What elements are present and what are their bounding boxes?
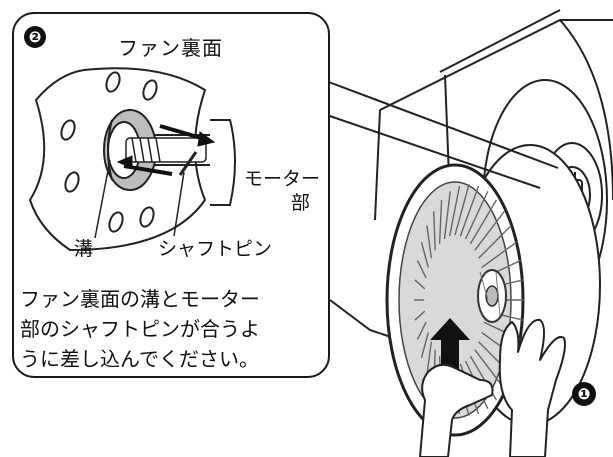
fan-blade: [416, 321, 427, 340]
fan-wheel: [385, 144, 601, 437]
detail-view: [28, 67, 236, 252]
fan-blade: [416, 260, 427, 279]
label-shaft-pin: シャフトピン: [158, 238, 273, 260]
fan-blade: [448, 185, 461, 237]
fan-blade: [469, 199, 498, 245]
ventilation-holes: [60, 71, 158, 233]
callout-leader: [317, 77, 559, 189]
label-motor-line2: 部: [290, 191, 310, 214]
fan-blade: [481, 241, 517, 269]
fan-blade: [426, 341, 433, 375]
insert-direction-arrow: [430, 318, 470, 390]
step-marker-1: ❶: [572, 382, 596, 406]
fan-blade: [478, 225, 512, 259]
label-leaders: [94, 159, 185, 239]
shaft-spring: [125, 137, 207, 163]
fan-blade: [454, 184, 470, 236]
label-motor-line1: モーター: [243, 168, 320, 190]
fan-blade: [433, 211, 436, 251]
fan-blade: [414, 310, 426, 321]
fan-blade: [438, 199, 443, 244]
fan-blade: [474, 210, 505, 251]
instruction-text: ファン裏面の溝とモーター 部のシャフトピンが合うよ うに差し込んでください。: [20, 284, 326, 374]
fan-blade: [426, 225, 433, 259]
fan-blade: [443, 191, 451, 240]
fan-blade: [420, 241, 430, 268]
hands: [419, 318, 566, 457]
fan-blade: [464, 191, 489, 240]
insert-arrows: [116, 124, 216, 176]
label-motor: モーター 部: [220, 168, 320, 216]
step-marker-2: ❷: [24, 26, 46, 48]
instruction-line-3: うに差し込んでください。: [20, 347, 259, 371]
fan-blade: [420, 332, 430, 359]
shaft-pin: [178, 151, 198, 176]
label-groove: 溝: [74, 238, 94, 260]
fan-blade: [459, 185, 480, 237]
fan-blade: [414, 279, 426, 290]
callout-title: ファン裏面: [118, 36, 223, 60]
instruction-line-2: 部のシャフトピンが合うよ: [20, 317, 260, 341]
fan-blade: [474, 349, 505, 390]
instruction-line-1: ファン裏面の溝とモーター: [20, 287, 260, 311]
